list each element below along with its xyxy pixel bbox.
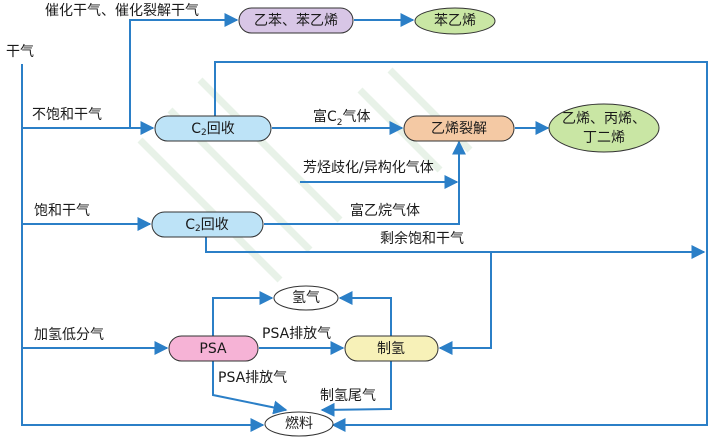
node-olefins-line2: 丁二烯 — [583, 130, 625, 146]
node-olefins: 乙烯、丙烯、 丁二烯 — [548, 103, 660, 153]
edge-c2-ethane-to-cracking — [264, 140, 466, 225]
node-hydrogen-production: 制氢 — [344, 335, 439, 362]
node-ethylene-cracking: 乙烯裂解 — [403, 115, 515, 142]
label-c2-rich-gas: 富C2气体 — [313, 108, 371, 128]
node-hydrogen-label: 氢气 — [292, 290, 320, 306]
edge-h2prod-to-fuel — [320, 360, 392, 417]
label-ethane-rich-gas: 富乙烷气体 — [350, 202, 420, 219]
c2-rich-subscript: 2 — [337, 118, 343, 128]
node-c2-recovery-top: C2回收 — [154, 115, 272, 142]
node-c2-recovery-bottom-label: C2回收 — [185, 217, 229, 234]
label-psa-vent-right: PSA排放气 — [262, 326, 331, 342]
node-psa-label: PSA — [199, 341, 227, 357]
node-c2-recovery-bottom: C2回收 — [151, 211, 264, 238]
edge-psa-to-hydrogen — [212, 291, 274, 336]
c2-top-suffix: 回收 — [207, 121, 235, 137]
node-ethylbenzene: 乙苯、苯乙烯 — [238, 7, 354, 34]
label-saturated-dry-gas: 饱和干气 — [34, 203, 90, 219]
edge-psa-to-fuel — [212, 360, 288, 415]
edge-remaining-dry-gas — [205, 236, 706, 259]
edge-catalytic-to-ethylbenzene — [129, 13, 239, 128]
edge-dry-gas-trunk — [21, 64, 265, 432]
node-styrene-label: 苯乙烯 — [434, 12, 476, 29]
node-fuel: 燃料 — [264, 411, 334, 437]
node-fuel-label: 燃料 — [285, 415, 313, 432]
node-hydrogen-production-label: 制氢 — [377, 341, 405, 357]
label-hydro-low-gas: 加氢低分气 — [34, 327, 104, 343]
node-hydrogen: 氢气 — [273, 285, 339, 311]
label-unsaturated-dry-gas: 不饱和干气 — [32, 107, 102, 123]
c2-rich-prefix: 富C — [313, 108, 337, 125]
edge-remaining-to-h2prod — [438, 252, 492, 355]
label-aromatics-gas: 芳烃歧化/异构化气体 — [303, 159, 434, 176]
c2-top-prefix: C — [191, 121, 201, 137]
label-dry-gas: 干气 — [6, 44, 34, 60]
c2-rich-suffix: 气体 — [343, 109, 371, 125]
label-catalytic-dry-gas: 催化干气、催化裂解干气 — [45, 3, 199, 19]
node-c2-recovery-top-label: C2回收 — [191, 121, 235, 138]
node-styrene: 苯乙烯 — [414, 7, 496, 35]
edge-c2-to-fuel-right — [214, 61, 708, 432]
edge-h2prod-to-hydrogen — [338, 291, 392, 336]
node-psa: PSA — [168, 335, 259, 362]
node-ethylene-cracking-label: 乙烯裂解 — [431, 121, 487, 137]
label-h2-tail-gas: 制氢尾气 — [320, 388, 376, 404]
node-ethylbenzene-label: 乙苯、苯乙烯 — [254, 12, 338, 29]
c2-bottom-prefix: C — [185, 217, 195, 233]
label-remaining-dry-gas: 剩余饱和干气 — [380, 230, 464, 247]
c2-bottom-subscript: 2 — [195, 224, 201, 234]
node-olefins-line1: 乙烯、丙烯、 — [562, 111, 646, 127]
label-psa-vent-down: PSA排放气 — [218, 370, 287, 386]
c2-top-subscript: 2 — [201, 128, 207, 138]
c2-bottom-suffix: 回收 — [201, 217, 229, 233]
